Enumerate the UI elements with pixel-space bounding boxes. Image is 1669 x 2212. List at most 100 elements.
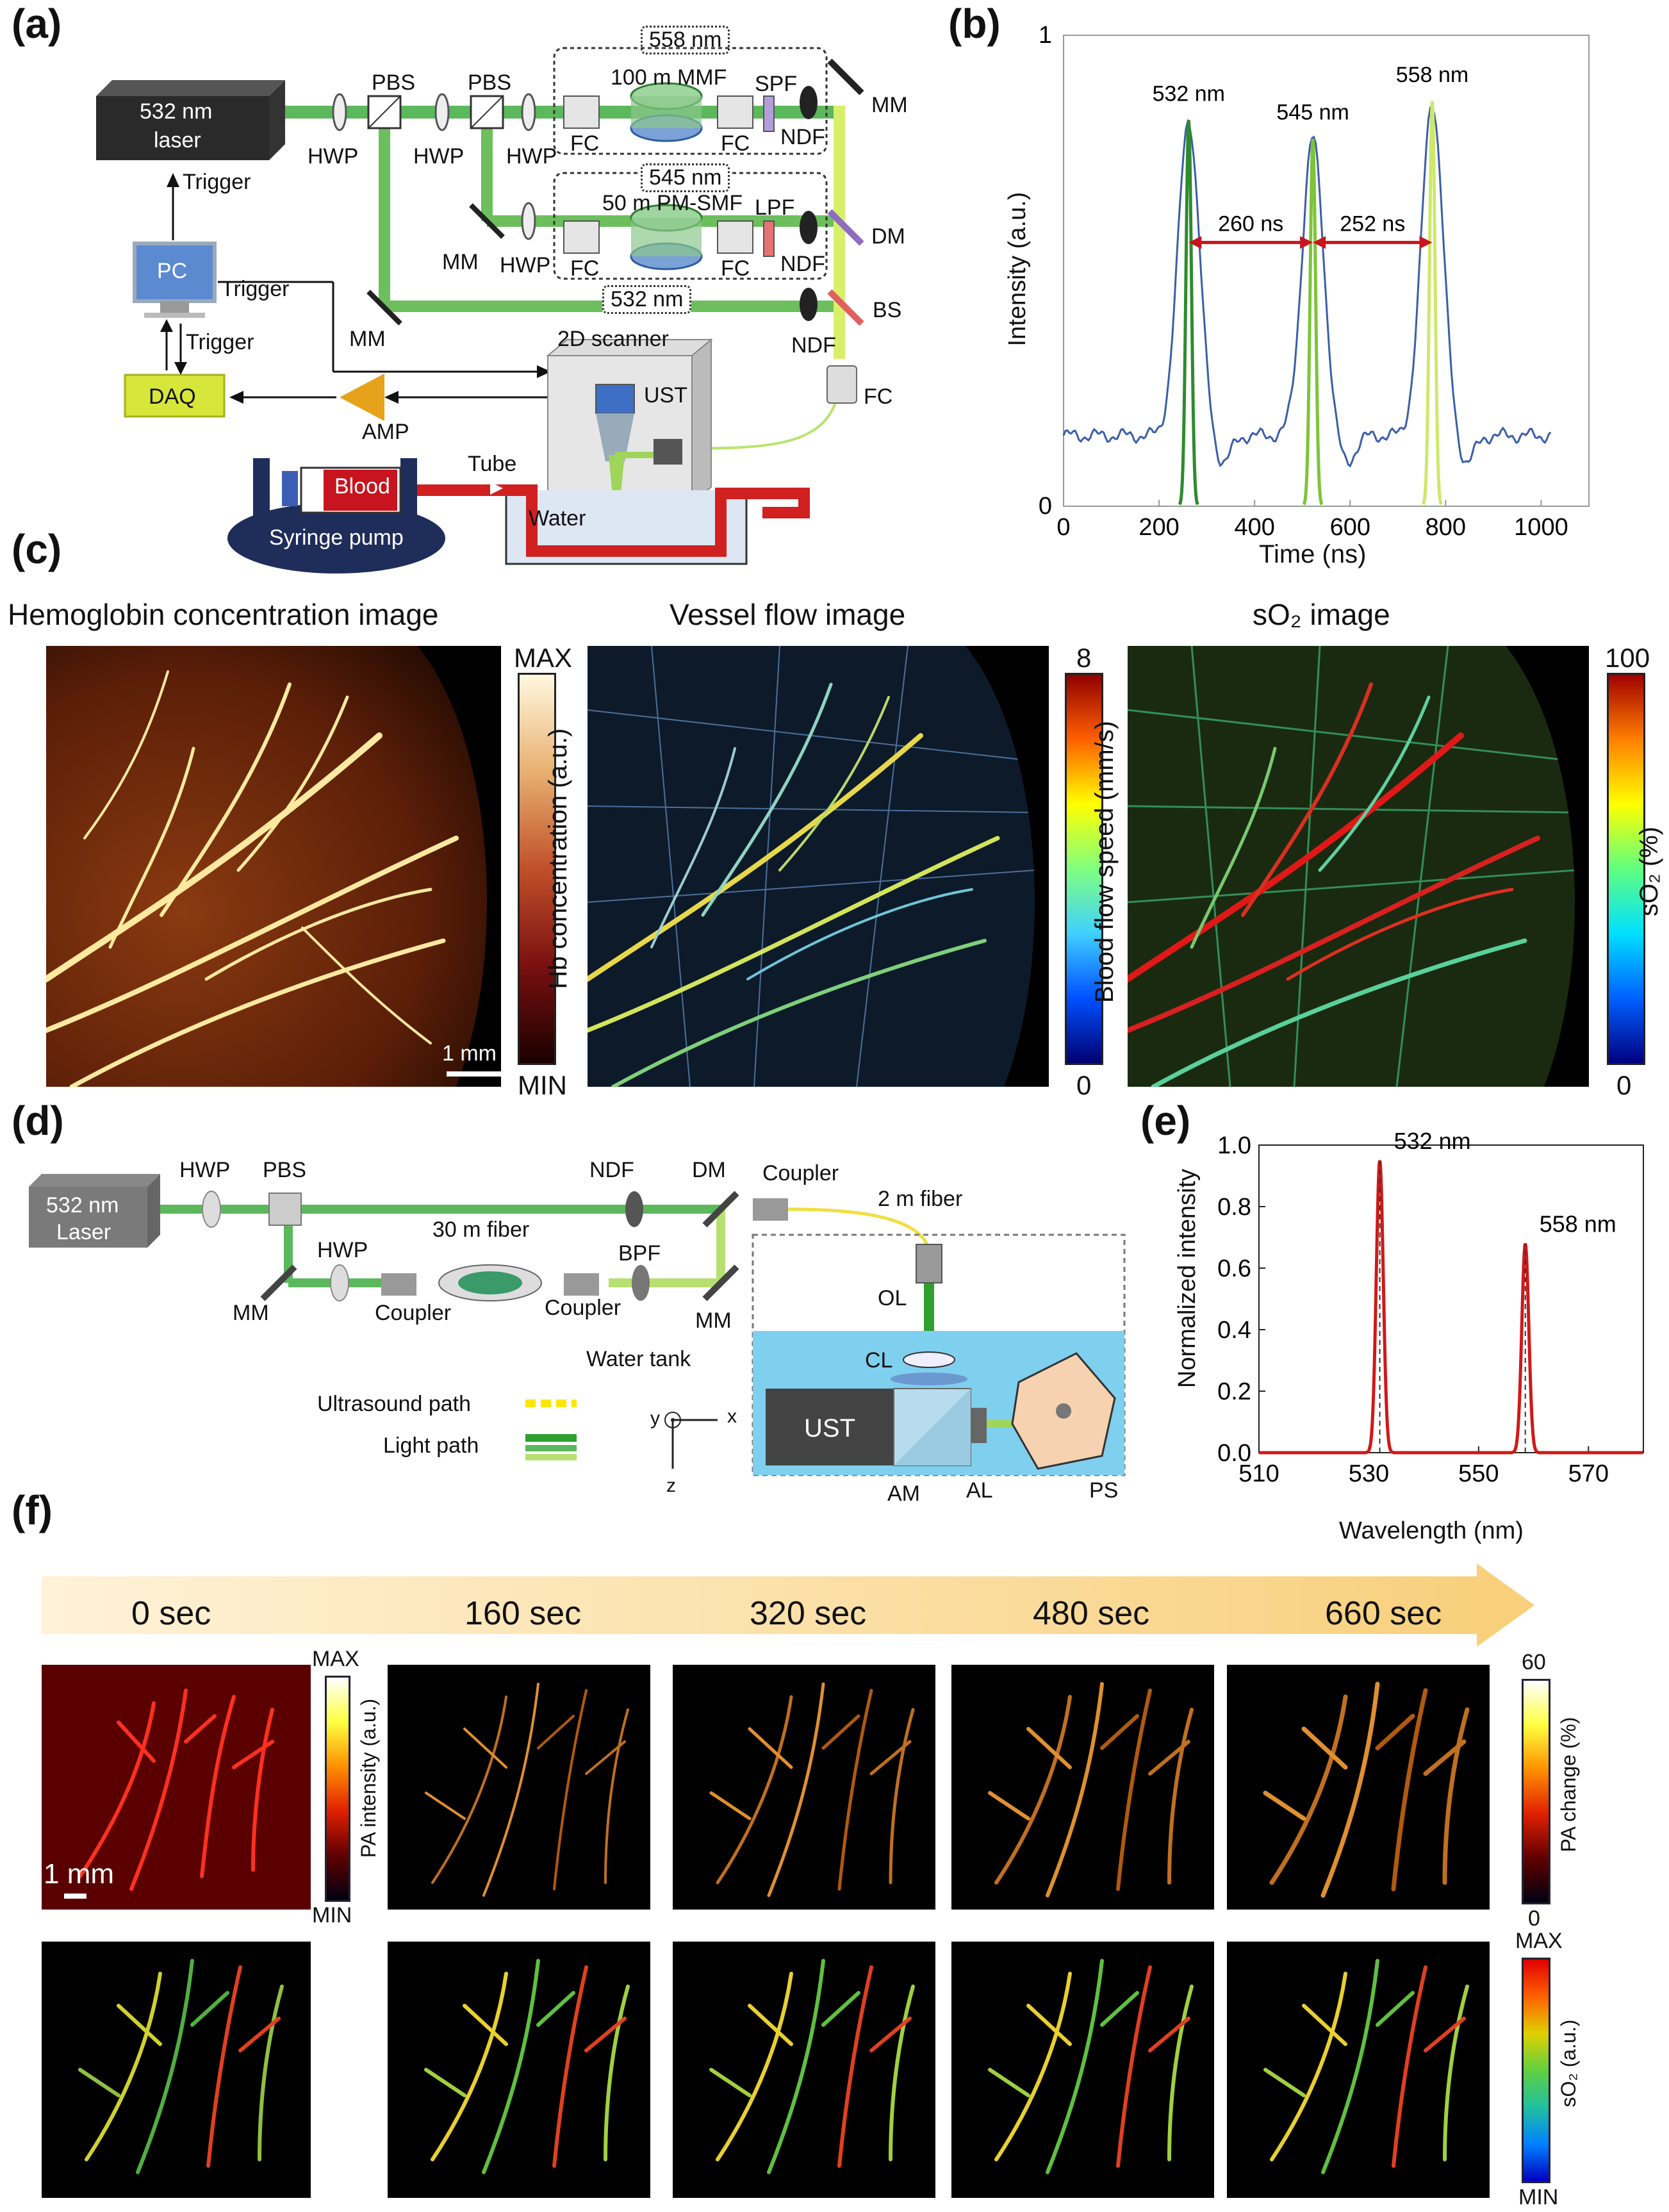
vessel-path — [604, 1985, 630, 2161]
chart-e-ylabel: Normalized intensity — [1174, 1168, 1201, 1389]
change-cb-min: 0 — [1528, 1906, 1540, 1931]
so2-image — [1128, 646, 1589, 1087]
trigger-label-3: Trigger — [186, 330, 254, 354]
chart-b-xtick-label: 600 — [1330, 514, 1370, 541]
panel-a-beam-paths — [96, 47, 864, 574]
trigger-label-2: Trigger — [221, 277, 290, 301]
vessel-path — [709, 1791, 752, 1820]
vessel-path — [136, 1959, 194, 2174]
daq-label: DAQ — [149, 384, 196, 409]
bs-label: BS — [873, 298, 902, 322]
so2-f-svg — [709, 1959, 915, 2174]
vessel-path — [425, 1792, 466, 1820]
pa-change-svg — [1263, 1681, 1470, 1898]
pa-colorbar — [325, 1676, 350, 1902]
vessel-path — [1320, 1681, 1380, 1898]
vessel-path — [869, 1740, 912, 1776]
chart-b-ylabel: Intensity (a.u.) — [1004, 192, 1031, 347]
tube-label: Tube — [468, 452, 517, 476]
panel-label-d: (d) — [12, 1098, 64, 1144]
d-laser-label: 532 nm — [46, 1193, 119, 1217]
scale-bar-f — [64, 1894, 86, 1899]
d-coupler-3: Coupler — [545, 1296, 621, 1320]
chart-b-peak-label: 532 nm — [1153, 81, 1225, 106]
chart-b-xtick-label: 400 — [1234, 514, 1274, 541]
laser-label-2: laser — [154, 128, 201, 153]
pbs-label-1: PBS — [372, 70, 416, 95]
panel-d-paths — [29, 1174, 1126, 1476]
d-pbs: PBS — [263, 1158, 307, 1182]
vessel-path — [463, 2004, 508, 2046]
d-dm: DM — [692, 1158, 726, 1182]
chart-b-interval-label: 252 ns — [1340, 211, 1405, 236]
mm-label-3: MM — [871, 93, 908, 117]
vessel-path — [1270, 1972, 1347, 2161]
panel-label-b: (b) — [948, 1, 1001, 47]
so2-f-svg — [988, 1959, 1194, 2174]
vessel-path — [889, 1985, 915, 2161]
chart-b-pulse — [1302, 138, 1324, 506]
chart-b-peak-label: 545 nm — [1276, 101, 1349, 125]
flow-colorbar — [1065, 673, 1103, 1065]
pa-cb-label: PA intensity (a.u.) — [357, 1698, 380, 1858]
vessel-path — [1321, 1959, 1379, 2174]
ndf-label-1: NDF — [780, 125, 825, 149]
flow-cb-min: 0 — [1076, 1070, 1092, 1100]
panel-label-a: (a) — [12, 1, 62, 47]
so2-f-image-3 — [951, 1942, 1214, 2198]
hwp-label-4: HWP — [500, 253, 551, 277]
d-laser-label-2: Laser — [56, 1220, 111, 1244]
so2-f-colorbar — [1522, 1958, 1550, 2183]
vessel-path — [1392, 1965, 1427, 2168]
vessel-path — [889, 1708, 915, 1885]
time-480: 480 sec — [1033, 1595, 1150, 1632]
vessel-path — [431, 1972, 508, 2161]
panel-a-diagram: 532 nm laser Trigger PC Trigger Trigger … — [0, 0, 948, 577]
chart-e-spectrum — [1259, 1160, 1643, 1455]
fc-label-4: FC — [721, 256, 750, 281]
vessel-path — [238, 2017, 281, 2052]
so2-cb-max: 100 — [1605, 643, 1650, 673]
vessel-path — [1442, 1707, 1470, 1885]
d-coupler-1: Coupler — [762, 1161, 839, 1185]
d-axis-x: x — [727, 1406, 737, 1427]
so2-f-cb-max: MAX — [1515, 1929, 1563, 1953]
so2-f-image-1 — [388, 1942, 650, 2198]
vessel-path — [1116, 1965, 1152, 2168]
chart-b-xtick-label: 1000 — [1514, 514, 1568, 541]
vessel-path — [1263, 2068, 1306, 2097]
box-558-label: 558 nm — [641, 26, 730, 54]
vessel-path — [1263, 1790, 1306, 1821]
pmsmf-label: 50 m PM-SMF — [602, 191, 743, 215]
pc-label: PC — [157, 259, 188, 283]
chart-e-peak-label: 558 nm — [1540, 1211, 1616, 1237]
chart-b-arrow-head — [1313, 236, 1326, 249]
scale-label-c: 1 mm — [442, 1041, 497, 1066]
vessel-path — [1026, 1727, 1072, 1769]
vessel-path — [1301, 1726, 1348, 1770]
vessel-path — [837, 1688, 873, 1891]
vessel-path — [463, 1728, 507, 1769]
d-fiber30: 30 m fiber — [432, 1217, 530, 1242]
vessel-path — [1100, 1714, 1139, 1750]
hwp-label-3: HWP — [506, 144, 557, 169]
chart-b-ytick-label: 0 — [1039, 493, 1052, 520]
laser-label: 532 nm — [140, 99, 213, 124]
chart-b-trace — [1062, 106, 1552, 468]
vessel-path — [85, 1972, 162, 2161]
so2-f-cb-label: sO₂ (a.u.) — [1557, 2019, 1580, 2108]
vessel-path — [1443, 1985, 1469, 2161]
change-cb-label: PA change (%) — [1557, 1717, 1580, 1853]
vessel-path — [1148, 1740, 1190, 1776]
chart-b-xtick-label: 0 — [1056, 514, 1070, 541]
mmf-label: 100 m MMF — [611, 65, 727, 90]
pa-change-image-2 — [673, 1665, 935, 1910]
d-bpf: BPF — [618, 1241, 661, 1266]
so2-cb-min: 0 — [1616, 1070, 1632, 1100]
mm-label-1: MM — [442, 250, 479, 274]
panel-label-e: (e) — [1140, 1098, 1191, 1144]
d-ust: UST — [804, 1414, 855, 1442]
d-ndf: NDF — [589, 1158, 634, 1182]
